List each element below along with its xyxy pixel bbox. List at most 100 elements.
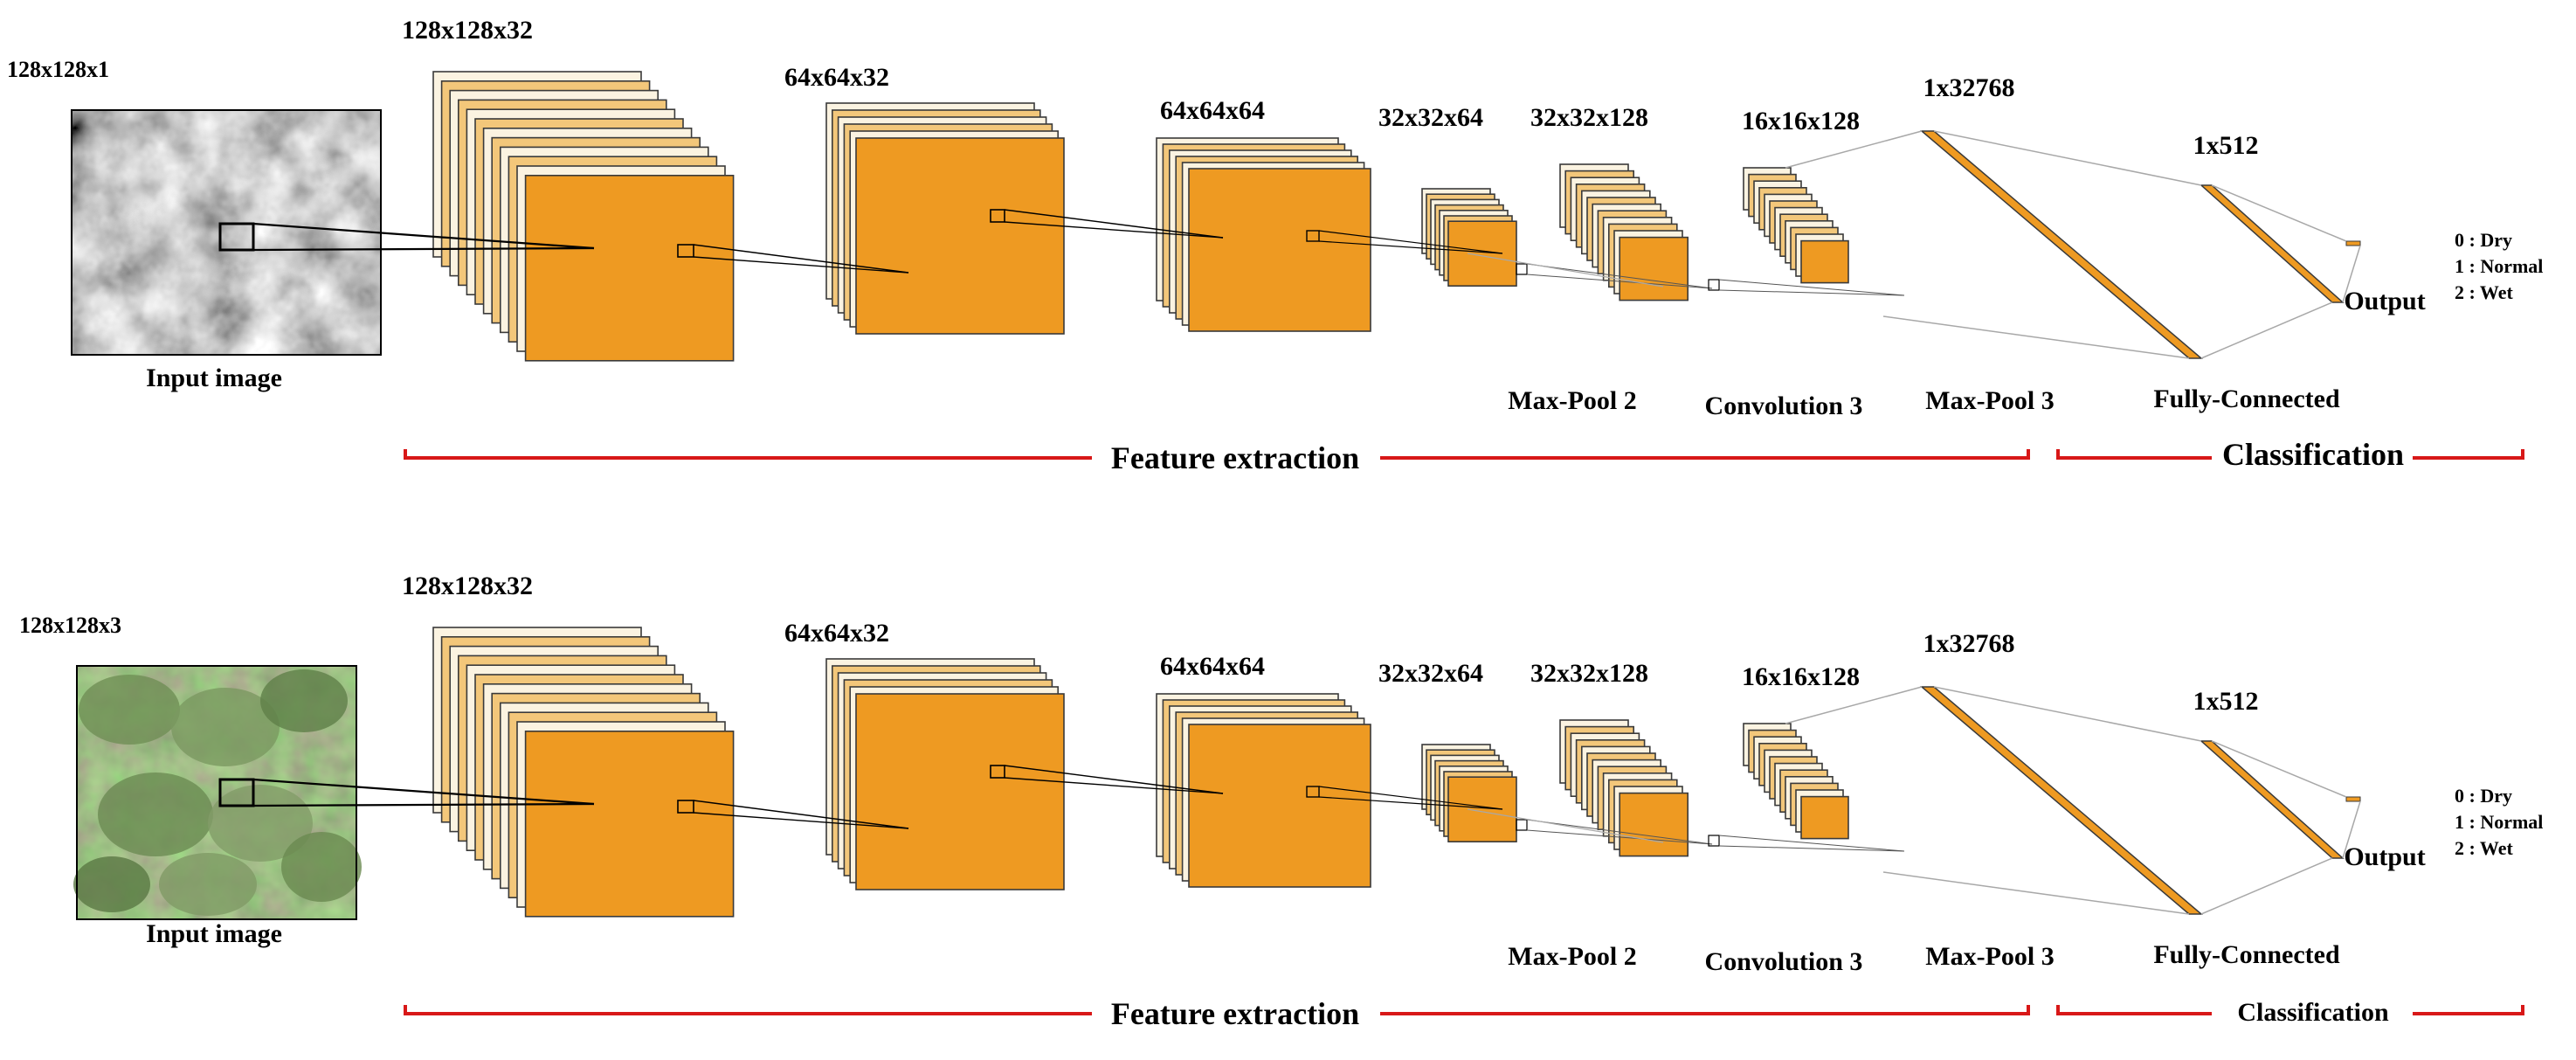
fc-vector-bar bbox=[2200, 740, 2345, 859]
output-label: Output bbox=[2344, 842, 2425, 871]
kernel-window bbox=[1516, 819, 1528, 831]
stage-label-maxpool3: Max-Pool 3 bbox=[1925, 386, 2054, 415]
conv1-stack bbox=[432, 627, 735, 918]
conv1-stack-front-map bbox=[524, 175, 735, 362]
projection-line bbox=[693, 256, 909, 274]
conv3-size-label: 32x32x128 bbox=[1530, 659, 1648, 688]
conv2-stack-front-map bbox=[1188, 724, 1371, 888]
pool1-stack bbox=[825, 102, 1065, 335]
kernel-window bbox=[677, 800, 694, 814]
leaf-shape bbox=[281, 832, 362, 902]
class-label: 0 : Dry bbox=[2455, 229, 2512, 251]
input-size-label: 128x128x1 bbox=[7, 57, 109, 82]
projection-line bbox=[1526, 263, 1713, 289]
pool3-stack bbox=[1743, 723, 1849, 840]
fc-vector-bar bbox=[2200, 184, 2345, 303]
feature-extraction-label: Feature extraction bbox=[1111, 996, 1359, 1031]
leaf-shape bbox=[260, 669, 348, 732]
output-vector bbox=[2345, 796, 2361, 802]
classification-bracket bbox=[2056, 1005, 2524, 1015]
projection-line bbox=[252, 778, 595, 806]
projection-line bbox=[693, 244, 909, 274]
conv3-stack-front-map bbox=[1619, 792, 1689, 857]
class-label: 0 : Dry bbox=[2455, 785, 2512, 807]
connector-line bbox=[2200, 301, 2333, 359]
flatten-vector-bar bbox=[1919, 130, 2204, 359]
pool2-stack-front-map bbox=[1447, 776, 1517, 843]
feature-extraction-bracket bbox=[404, 1005, 2030, 1015]
projection-line bbox=[1526, 829, 1713, 845]
conv3-stack bbox=[1559, 719, 1689, 857]
projection-line bbox=[1718, 835, 1905, 852]
projection-line bbox=[693, 812, 909, 829]
kernel-window bbox=[1306, 786, 1320, 798]
pool2-size-label: 32x32x64 bbox=[1378, 103, 1483, 132]
connector-line bbox=[1882, 315, 2190, 359]
flatten-vector-bar bbox=[1919, 686, 2204, 915]
stage-label-fully-connected: Fully-Connected bbox=[2153, 385, 2340, 413]
connector-line bbox=[1467, 808, 1664, 843]
leaf-shape bbox=[159, 853, 257, 916]
pool1-stack bbox=[825, 658, 1065, 890]
class-label: 1 : Normal bbox=[2455, 811, 2543, 833]
stage-label-convolution3: Convolution 3 bbox=[1705, 947, 1863, 976]
projection-line bbox=[1318, 786, 1503, 810]
conv2-size-label: 64x64x64 bbox=[1160, 96, 1265, 125]
projection-line bbox=[252, 802, 595, 807]
conv2-stack bbox=[1156, 693, 1371, 888]
kernel-window bbox=[990, 209, 1005, 223]
conv3-size-label: 32x32x128 bbox=[1530, 103, 1648, 132]
flatten-size-label: 1x32768 bbox=[1923, 73, 2015, 102]
leaf-shape bbox=[171, 688, 280, 766]
conv3-stack bbox=[1559, 163, 1689, 301]
pool1-stack-front-map bbox=[855, 693, 1065, 890]
pool2-stack-front-map bbox=[1447, 220, 1517, 287]
connector-line bbox=[2342, 800, 2361, 859]
connector-line bbox=[2211, 184, 2347, 242]
projection-line bbox=[252, 246, 595, 252]
class-label: 1 : Normal bbox=[2455, 255, 2543, 277]
pool1-size-label: 64x64x32 bbox=[784, 63, 889, 92]
kernel-window bbox=[1516, 263, 1528, 275]
leaf-shape bbox=[208, 785, 313, 862]
conv2-stack bbox=[1156, 137, 1371, 332]
receptive-field-window bbox=[218, 778, 255, 807]
conv1-size-label: 128x128x32 bbox=[402, 572, 533, 600]
classification-bracket bbox=[2056, 449, 2524, 460]
conv1-stack-front-map bbox=[524, 730, 735, 918]
class-label: 2 : Wet bbox=[2455, 837, 2513, 859]
connector-line bbox=[1785, 686, 1923, 724]
classification-label: Classification bbox=[2237, 998, 2389, 1027]
projection-line bbox=[693, 800, 909, 829]
pool2-stack bbox=[1421, 188, 1517, 287]
conv3-stack-front-map bbox=[1619, 236, 1689, 301]
kernel-window bbox=[1708, 279, 1720, 291]
pool3-size-label: 16x16x128 bbox=[1742, 662, 1860, 691]
output-vector bbox=[2345, 240, 2361, 246]
output-label: Output bbox=[2344, 287, 2425, 315]
conv2-size-label: 64x64x64 bbox=[1160, 652, 1265, 681]
input-image-grayscale bbox=[72, 110, 381, 355]
conv1-size-label: 128x128x32 bbox=[402, 16, 533, 45]
pool3-size-label: 16x16x128 bbox=[1742, 107, 1860, 135]
projection-line bbox=[252, 222, 595, 250]
connector-line bbox=[2211, 740, 2347, 798]
projection-line bbox=[1718, 279, 1905, 296]
projection-line bbox=[1718, 845, 1905, 852]
stage-label-fully-connected: Fully-Connected bbox=[2153, 940, 2340, 969]
pool2-size-label: 32x32x64 bbox=[1378, 659, 1483, 688]
conv2-stack-front-map bbox=[1188, 168, 1371, 332]
pool3-stack bbox=[1743, 167, 1849, 284]
classification-label: Classification bbox=[2222, 437, 2404, 472]
projection-line bbox=[1004, 765, 1224, 794]
fc-size-label: 1x512 bbox=[2193, 687, 2259, 716]
pool1-stack-front-map bbox=[855, 137, 1065, 335]
input-image-frame bbox=[76, 665, 357, 920]
projection-line bbox=[1318, 230, 1503, 254]
input-image-caption: Input image bbox=[146, 919, 282, 948]
input-image-caption: Input image bbox=[146, 364, 282, 392]
stage-label-convolution3: Convolution 3 bbox=[1705, 391, 1863, 420]
class-label: 2 : Wet bbox=[2455, 281, 2513, 303]
